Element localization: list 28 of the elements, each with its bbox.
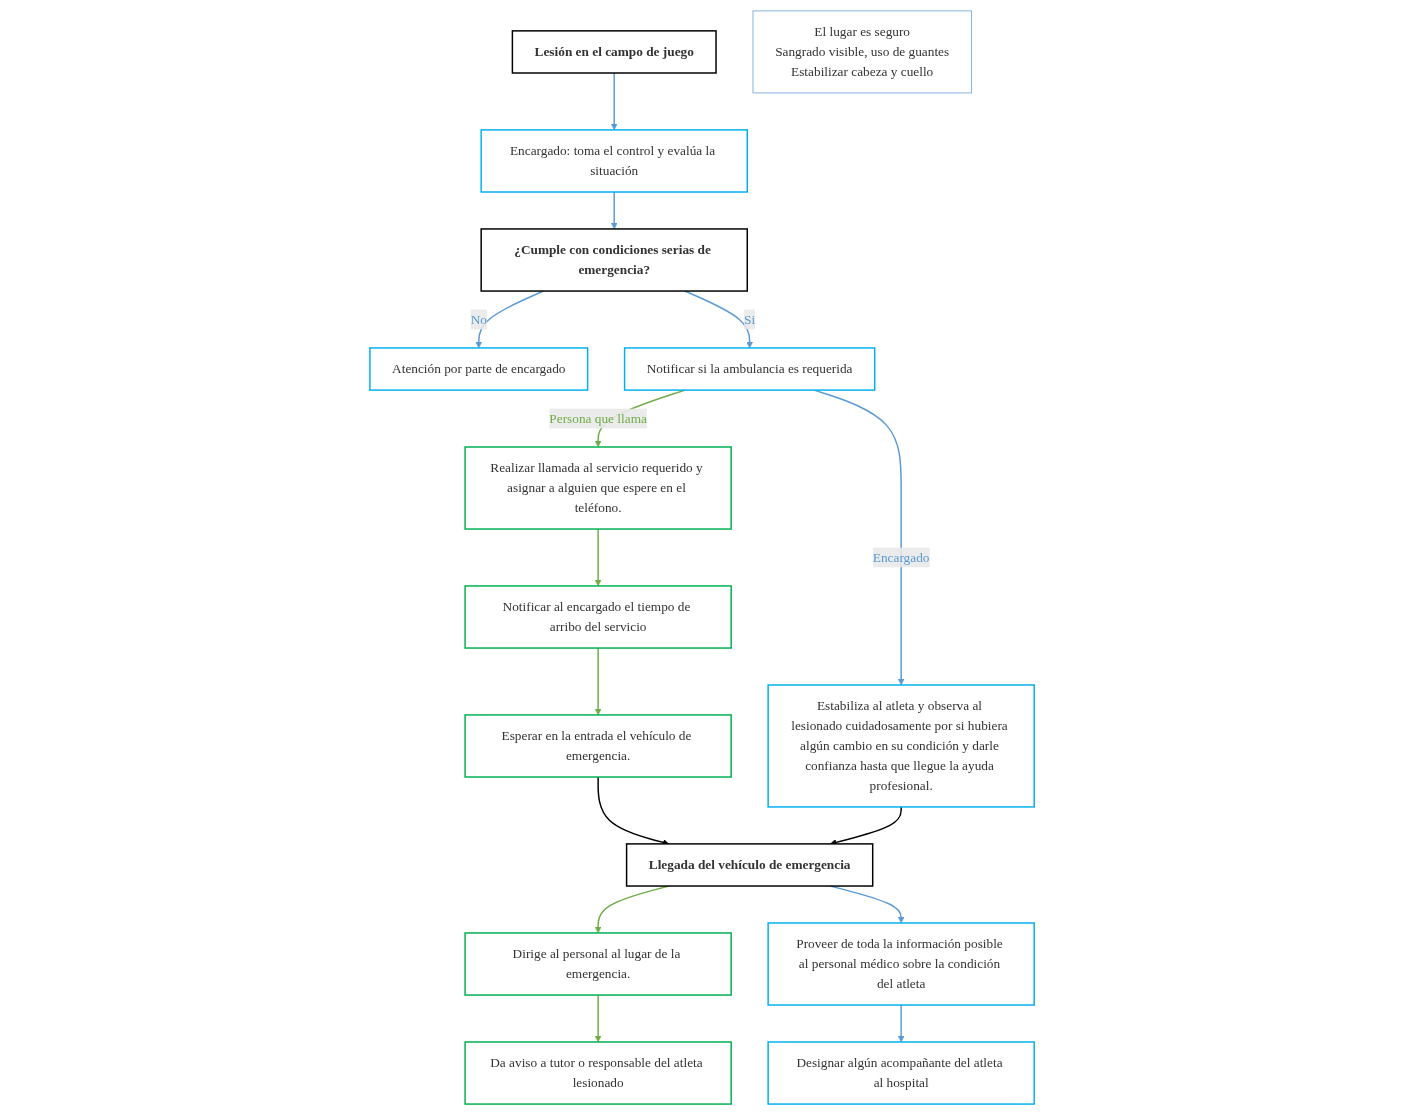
node-box: ¿Cumple con condiciones serias de emergencia? (480, 228, 749, 292)
node-box: Notificar si la ambulancia es requerida (624, 347, 876, 391)
arrow (611, 72, 618, 131)
arrow (595, 528, 602, 587)
node-label: Estabilizar cabeza y cuello (791, 64, 934, 79)
node-box: Lesión en el campo de juego (512, 30, 718, 74)
node-label: Sangrado visible, uso de guantes (775, 44, 950, 59)
arrow (684, 290, 754, 349)
node-box: Notificar al encargado el tiempo de arribo del servicio (464, 585, 733, 649)
edge-label: Si (744, 311, 756, 327)
edge-label: No (471, 311, 488, 327)
node-box: Designar algún acompañante del atleta al hospital (767, 1041, 1036, 1105)
arrow (611, 191, 618, 230)
node-box: Dirige al personal al lugar de la emergencia. (464, 932, 733, 996)
node-box: Proveer de toda la información posible al personal médico sobre la condición del atleta (767, 922, 1036, 1006)
arrow (595, 994, 602, 1043)
node-box: Encargado: toma el control y evalúa la situación (480, 129, 749, 193)
node-box: Realizar llamada al servicio requerido y asignar a alguien que espere en el teléfono. (464, 446, 733, 530)
arrow (898, 1004, 905, 1043)
node-box: Esperar en la entrada el vehículo de emergencia. (464, 714, 733, 778)
node-box: Estabiliza al atleta y observa al lesionado cuidadosamente por si hubiera algún cambio en su condición y darle confianza hasta que llegue la ayuda profesional. (767, 684, 1036, 808)
edge-label: Persona que llama (549, 410, 648, 426)
node-box: Llegada del vehículo de emergencia (626, 843, 874, 887)
edge-label: Encargado (873, 549, 930, 565)
node-box: Atención por parte de encargado (369, 347, 589, 391)
node-box: Da aviso a tutor o responsable del atleta lesionado (464, 1041, 733, 1105)
arrow (595, 647, 602, 716)
node-label: El lugar es seguro (814, 24, 911, 39)
